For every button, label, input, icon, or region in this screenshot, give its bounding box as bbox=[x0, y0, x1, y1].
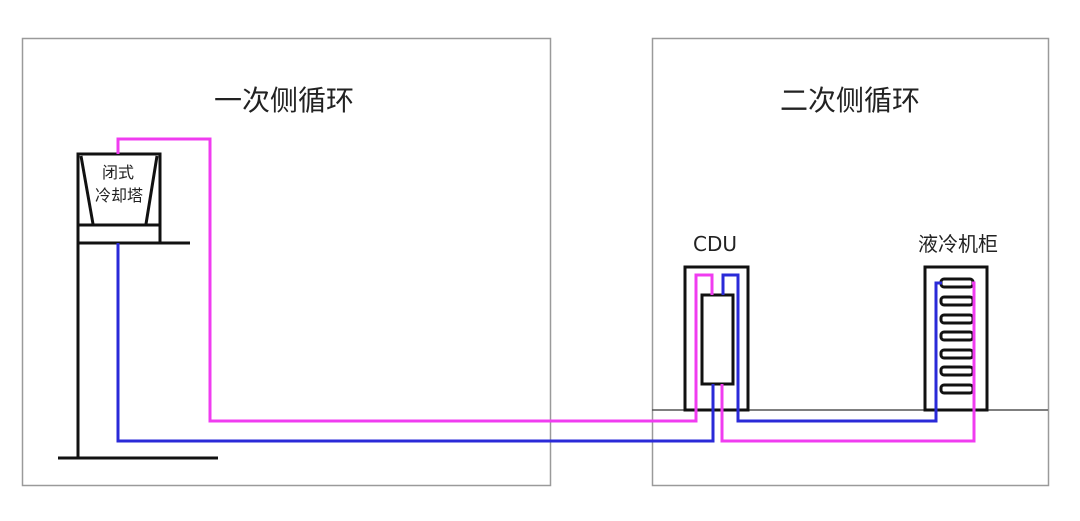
secondary-loop-frame bbox=[651, 37, 1050, 487]
cooling-tower-label-line2: 冷却塔 bbox=[95, 186, 143, 205]
secondary-loop-title: 二次侧循环 bbox=[780, 84, 920, 117]
cdu-label: CDU bbox=[693, 232, 737, 256]
cooling-tower-label-line1: 闭式 bbox=[102, 163, 134, 182]
primary-loop-frame bbox=[21, 37, 552, 487]
rack-label: 液冷机柜 bbox=[918, 232, 998, 256]
secondary-hot-pipe bbox=[720, 281, 976, 443]
primary-loop-title: 一次侧循环 bbox=[214, 84, 354, 117]
cdu-unit bbox=[683, 265, 750, 412]
liquid-cooled-rack bbox=[923, 265, 989, 412]
primary-cold-pipe bbox=[116, 243, 715, 443]
secondary-cold-pipe bbox=[721, 273, 942, 423]
primary-hot-pipe bbox=[116, 137, 714, 423]
